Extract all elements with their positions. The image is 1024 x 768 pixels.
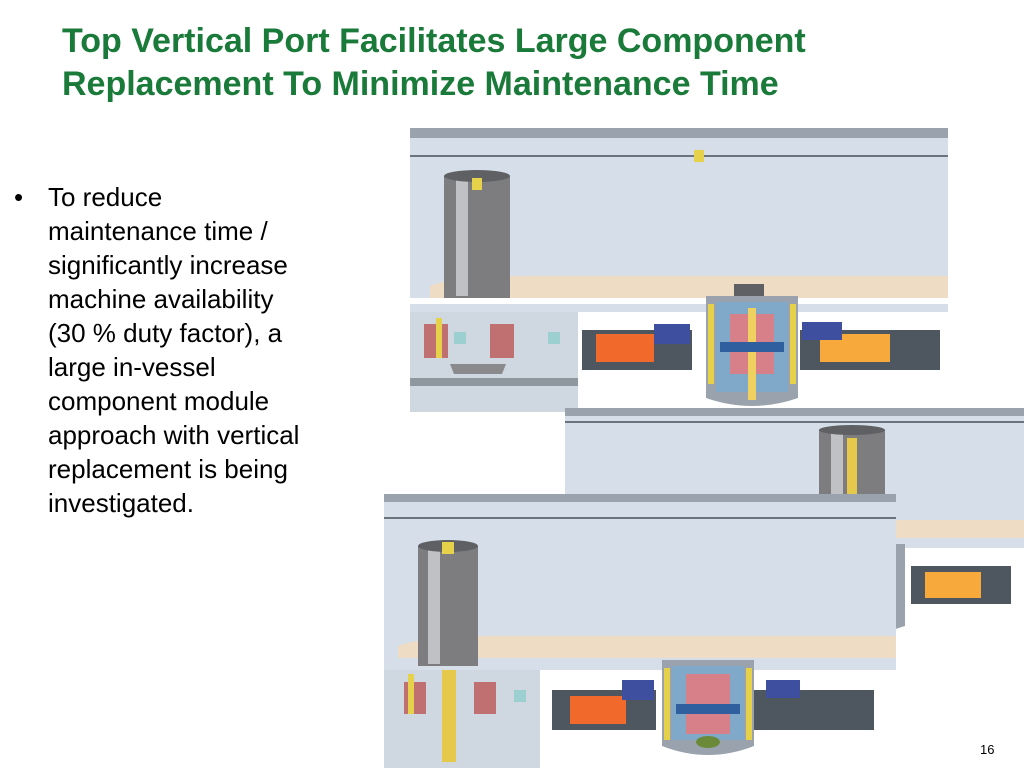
bullet-dot-icon: • [14, 182, 24, 212]
slide-title-line-2: Replacement To Minimize Maintenance Time [62, 65, 779, 103]
maintenance-figure-3 [384, 494, 896, 768]
bullet-item: To reduce maintenance time / significant… [48, 182, 300, 518]
page-number: 16 [980, 742, 995, 757]
maintenance-figure-1 [410, 128, 948, 412]
slide-title-line-1: Top Vertical Port Facilitates Large Comp… [62, 22, 806, 60]
slide-title: Top Vertical Port Facilitates Large Comp… [62, 20, 962, 106]
